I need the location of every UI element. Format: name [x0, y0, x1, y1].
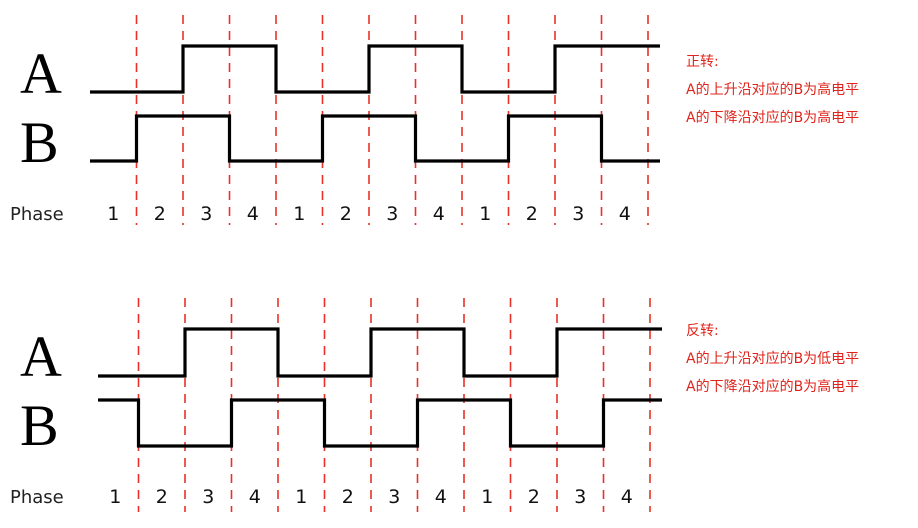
- reverse-phase-label: Phase: [10, 487, 64, 508]
- forward-phase-label: Phase: [10, 204, 64, 225]
- forward-signal-b-waveform: [90, 114, 660, 163]
- forward-phase-number: 1: [479, 203, 491, 225]
- forward-note-rising-edge: A的上升沿对应的B为高电平: [686, 82, 860, 98]
- forward-phase-number: 2: [526, 203, 538, 225]
- reverse-phase-number: 2: [342, 486, 354, 508]
- forward-phase-number: 2: [154, 203, 166, 225]
- forward-signal-a-waveform: [90, 44, 660, 94]
- reverse-phase-number: 1: [109, 486, 121, 508]
- forward-phase-number: 4: [433, 203, 445, 225]
- forward-phase-number: 3: [386, 203, 398, 225]
- reverse-note-falling-edge: A的下降沿对应的B为高电平: [686, 379, 860, 395]
- reverse-phase-number: 3: [574, 486, 586, 508]
- reverse-phase-number: 2: [528, 486, 540, 508]
- forward-phase-number: 2: [340, 203, 352, 225]
- reverse-signal-a-waveform: [98, 327, 662, 378]
- forward-phase-number: 4: [619, 203, 631, 225]
- reverse-rotation-panel: AB Phase 1 2 3 4 1 2 3 4 1 2 3 4: [10, 298, 662, 512]
- reverse-phase-number: 3: [202, 486, 214, 508]
- forward-note-falling-edge: A的下降沿对应的B为高电平: [686, 110, 860, 126]
- reverse-phase-number: 1: [481, 486, 493, 508]
- reverse-phase-number: 1: [295, 486, 307, 508]
- forward-rotation-note: 正转: A的上升沿对应的B为高电平 A的下降沿对应的B为高电平: [686, 48, 859, 132]
- reverse-rotation-note: 反转: A的上升沿对应的B为低电平 A的下降沿对应的B为高电平: [686, 317, 859, 401]
- reverse-phase-number: 2: [156, 486, 168, 508]
- forward-note-title: 正转:: [686, 54, 719, 70]
- forward-phase-number: 4: [247, 203, 259, 225]
- reverse-signal-b-label: B: [20, 393, 59, 458]
- reverse-note-title: 反转:: [686, 323, 719, 339]
- reverse-phase-number: 3: [388, 486, 400, 508]
- reverse-signal-b-waveform: [98, 398, 662, 448]
- forward-phase-number: 1: [107, 203, 119, 225]
- reverse-phase-number: 4: [435, 486, 447, 508]
- reverse-phase-number: 4: [621, 486, 633, 508]
- reverse-note-rising-edge: A的上升沿对应的B为低电平: [686, 351, 860, 367]
- reverse-signal-a-label: A: [20, 324, 62, 389]
- reverse-phase-number: 4: [249, 486, 261, 508]
- forward-signal-b-label: B: [20, 110, 59, 175]
- forward-rotation-panel: AB Phase 1 2 3 4 1 2 3 4 1 2 3 4: [10, 15, 660, 225]
- forward-phase-number: 1: [293, 203, 305, 225]
- forward-signal-a-label: A: [20, 41, 62, 106]
- forward-phase-number: 3: [200, 203, 212, 225]
- forward-phase-number: 3: [572, 203, 584, 225]
